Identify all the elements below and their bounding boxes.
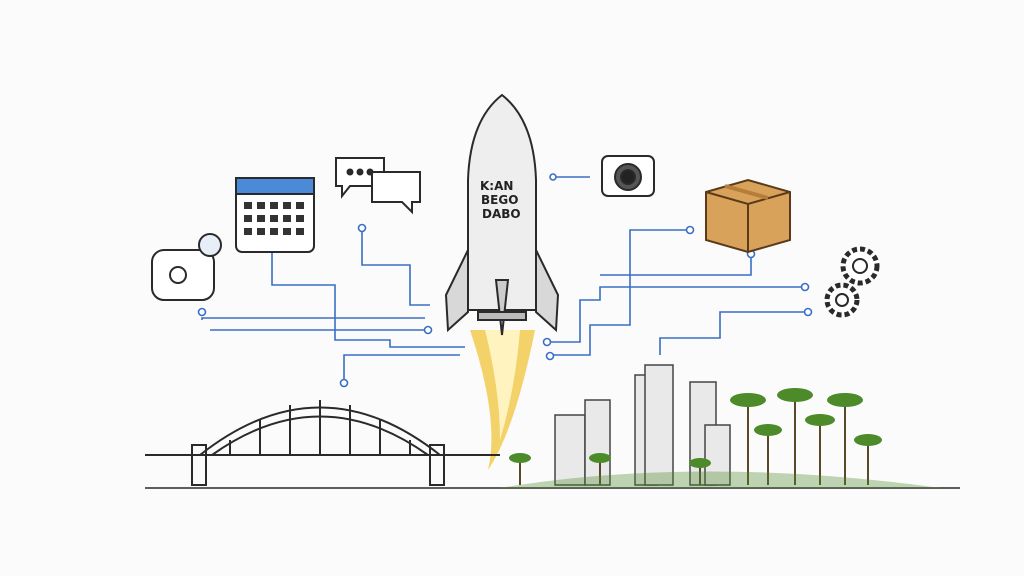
camera-icon xyxy=(601,155,655,197)
circuit-lines xyxy=(201,176,808,382)
package-box-icon xyxy=(705,178,791,254)
palm-trees-icon xyxy=(500,388,940,488)
phone-touch-icon xyxy=(151,233,222,301)
rocket-lettering-1: K:AN xyxy=(480,179,513,193)
gears-icon xyxy=(824,246,880,318)
chat-bubbles-icon xyxy=(335,157,421,215)
bridge-icon xyxy=(145,400,500,486)
rocket-lettering-2: BEGO xyxy=(481,193,518,207)
rocket-icon: K:AN BEGO DABO xyxy=(444,93,560,336)
rocket-flame xyxy=(470,330,535,470)
rocket-lettering-3: DABO xyxy=(482,207,521,221)
calendar-icon xyxy=(235,177,315,253)
city-skyline-icon xyxy=(554,364,731,486)
